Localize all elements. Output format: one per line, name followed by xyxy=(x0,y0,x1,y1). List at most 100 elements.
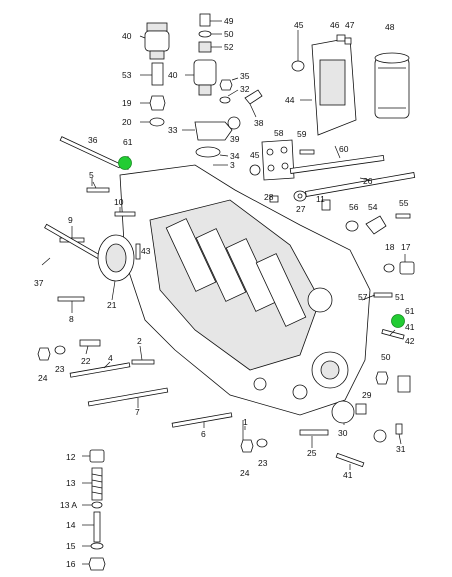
ring-15 xyxy=(90,542,104,550)
sender-terminal xyxy=(146,22,168,32)
relief-valve-stack xyxy=(82,449,106,571)
sensor-54 xyxy=(365,215,387,235)
washer-13a xyxy=(91,501,103,509)
sender-thread xyxy=(149,50,165,60)
right-side-parts xyxy=(269,190,415,443)
stud-42 xyxy=(381,328,405,340)
label-41b: 41 xyxy=(405,322,415,332)
stud-41a xyxy=(335,452,365,468)
bolt-25 xyxy=(299,429,329,436)
washer-50 xyxy=(198,30,212,38)
grommet-45 xyxy=(291,60,305,72)
label-61a: 61 xyxy=(123,137,133,147)
bearing-web-4 xyxy=(255,253,307,327)
nut-47 xyxy=(344,37,352,45)
stud-4 xyxy=(69,362,131,378)
stud-2 xyxy=(131,359,155,365)
stud-7 xyxy=(87,387,169,407)
label-12: 12 xyxy=(66,452,76,462)
label-28: 28 xyxy=(264,192,274,202)
hotspot-61-right[interactable] xyxy=(391,314,405,328)
washer-23b xyxy=(256,438,268,448)
leader-lines xyxy=(41,145,406,470)
oil-pressure-sender-group xyxy=(139,22,170,127)
label-24a: 24 xyxy=(38,373,48,383)
label-4: 4 xyxy=(108,353,113,363)
ring-56 xyxy=(345,220,359,232)
label-26: 26 xyxy=(363,176,373,186)
bottom-fasteners xyxy=(240,420,365,468)
label-31: 31 xyxy=(396,444,406,454)
cover-30 xyxy=(331,400,355,424)
washer-23a xyxy=(54,345,66,355)
label-53: 53 xyxy=(122,70,132,80)
label-13a: 13 A xyxy=(60,500,77,510)
boss-1 xyxy=(307,287,333,313)
spring-13 xyxy=(91,467,103,501)
nut-24b xyxy=(240,439,254,453)
washer-32 xyxy=(219,96,231,104)
washer-20 xyxy=(149,117,165,127)
grommet-45b xyxy=(249,164,261,176)
label-61b: 61 xyxy=(405,306,415,316)
label-18: 18 xyxy=(385,242,395,252)
label-48: 48 xyxy=(385,22,395,32)
label-39: 39 xyxy=(230,134,240,144)
label-50b: 50 xyxy=(381,352,391,362)
label-32: 32 xyxy=(240,84,250,94)
label-46: 46 xyxy=(330,20,340,30)
fitting-28 xyxy=(269,195,279,203)
label-9: 9 xyxy=(68,215,73,225)
bearing-web-2 xyxy=(195,228,247,302)
part-labels: 49 40 50 52 53 40 35 32 19 20 33 38 39 3… xyxy=(34,16,415,569)
label-20: 20 xyxy=(122,117,132,127)
crankcase-body xyxy=(119,164,371,416)
label-37: 37 xyxy=(34,278,44,288)
gasket-34 xyxy=(195,146,221,158)
stud-5 xyxy=(86,187,110,193)
label-52: 52 xyxy=(224,42,234,52)
nut-19 xyxy=(149,95,166,111)
left-fasteners xyxy=(37,136,233,428)
fitting-11 xyxy=(321,199,331,211)
small-fittings-group xyxy=(182,77,263,166)
sender-body xyxy=(144,30,170,52)
stud-60 xyxy=(289,155,385,174)
hotspot-61-left[interactable] xyxy=(118,156,132,170)
label-44: 44 xyxy=(285,95,295,105)
label-29: 29 xyxy=(362,390,372,400)
stud-55 xyxy=(395,213,411,219)
label-7: 7 xyxy=(135,407,140,417)
label-40a: 40 xyxy=(122,31,132,41)
label-34: 34 xyxy=(230,151,240,161)
label-22: 22 xyxy=(81,356,91,366)
label-23a: 23 xyxy=(55,364,65,374)
sender-body-40 xyxy=(193,59,217,86)
label-5: 5 xyxy=(89,170,94,180)
label-15: 15 xyxy=(66,541,76,551)
label-45: 45 xyxy=(294,20,304,30)
label-40b: 40 xyxy=(168,70,178,80)
oil-filter-console-group xyxy=(291,30,410,136)
label-13: 13 xyxy=(66,478,76,488)
oil-filter-48 xyxy=(374,57,410,119)
plug-50 xyxy=(397,375,411,393)
housing-33 xyxy=(194,121,233,141)
oil-temp-sender-group xyxy=(185,13,222,96)
label-3: 3 xyxy=(230,160,235,170)
ring-18 xyxy=(383,263,395,273)
label-49: 49 xyxy=(224,16,234,26)
seal-31 xyxy=(373,429,387,443)
label-16: 16 xyxy=(66,559,76,569)
label-50: 50 xyxy=(224,29,234,39)
label-2: 2 xyxy=(137,336,142,346)
plug-16 xyxy=(88,557,106,571)
stud-22 xyxy=(79,339,101,347)
label-10: 10 xyxy=(114,197,124,207)
label-14: 14 xyxy=(66,520,76,530)
label-43: 43 xyxy=(141,246,151,256)
label-23b: 23 xyxy=(258,458,268,468)
cover-58-group xyxy=(249,139,416,197)
gasket-29 xyxy=(355,403,367,415)
